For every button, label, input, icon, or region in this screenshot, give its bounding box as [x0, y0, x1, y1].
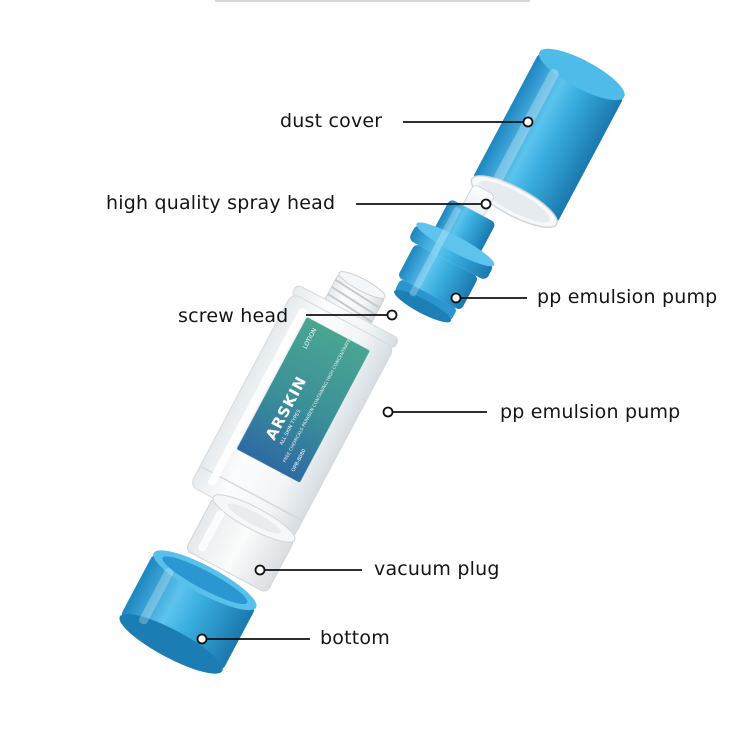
- dust-cover-dot: [522, 116, 534, 128]
- spray-head-dot: [480, 198, 492, 210]
- vacuum-plug-dot: [254, 564, 266, 576]
- label-pump-upper: pp emulsion pump: [537, 286, 718, 308]
- label-pump-lower: pp emulsion pump: [500, 401, 681, 423]
- pump-upper-dot: [450, 292, 462, 304]
- screw-head-dot: [386, 309, 398, 321]
- label-bottom: bottom: [320, 627, 390, 649]
- vacuum-plug-part: [186, 494, 296, 592]
- label-spray-head: high quality spray head: [106, 192, 336, 214]
- leader-lines: [196, 116, 534, 645]
- bottom-cap-part: [119, 550, 257, 674]
- pump-lower-dot: [382, 406, 394, 418]
- label-vacuum-plug: vacuum plug: [374, 558, 500, 580]
- bottom-dot: [196, 633, 208, 645]
- label-dust-cover: dust cover: [280, 110, 383, 132]
- label-screw-head: screw head: [178, 305, 289, 327]
- bottle-body-part: [192, 271, 398, 538]
